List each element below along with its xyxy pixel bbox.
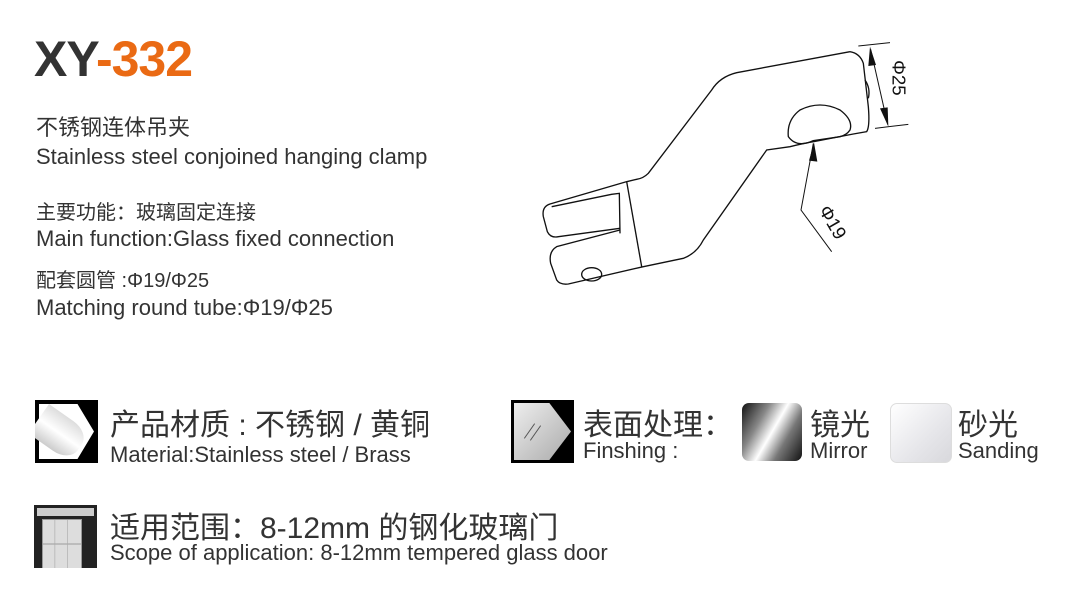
material-cylinder-icon [35,400,98,463]
model-title: XY-332 [34,30,193,88]
dimension-phi25: Φ25 [889,60,910,96]
function-cn: 主要功能：玻璃固定连接 [36,202,256,224]
product-name-cn: 不锈钢连体吊夹 [36,115,191,140]
mirror-swatch [742,403,802,461]
function-en: Main function:Glass fixed connection [36,226,395,251]
finish-sanding-en: Sanding [958,438,1039,463]
door-icon [34,505,97,568]
tube-cn: 配套圆管 :Φ19/Φ25 [36,270,210,292]
sanding-swatch [890,403,952,463]
tube-en: Matching round tube:Φ19/Φ25 [36,295,333,320]
product-name-en: Stainless steel conjoined hanging clamp [36,144,428,169]
model-prefix: XY [34,31,97,87]
material-cn: 产品材质 : 不锈钢 / 黄铜 [110,409,431,442]
glass-finish-icon [511,400,574,463]
scope-en: Scope of application: 8-12mm tempered gl… [110,540,608,565]
model-number: -332 [95,31,193,87]
finish-en: Finshing : [583,438,679,463]
finish-mirror-en: Mirror [810,438,868,463]
finish-mirror-cn: 镜光 [810,409,870,442]
material-en: Material:Stainless steel / Brass [110,442,411,467]
finish-cn: 表面处理： [583,409,733,442]
scope-cn: 适用范围：8-12mm 的钢化玻璃门 [110,512,559,545]
clamp-line-drawing: Φ25 Φ19 [542,42,910,285]
finish-sanding-cn: 砂光 [958,409,1018,442]
